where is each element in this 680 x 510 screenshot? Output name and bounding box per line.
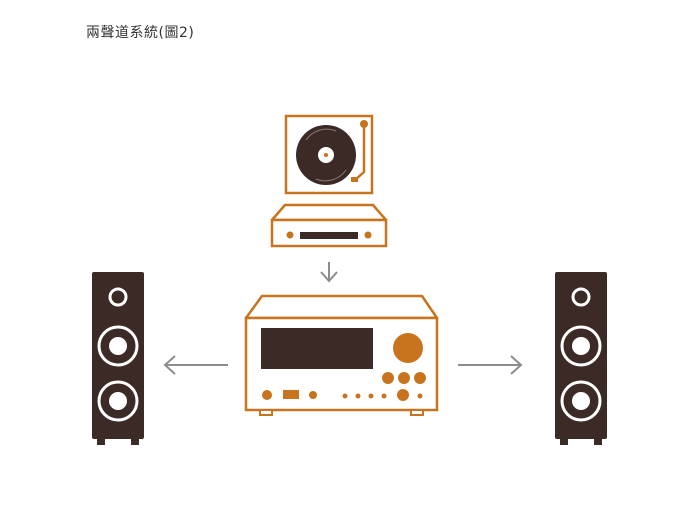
amplifier-receiver-icon (244, 294, 439, 416)
phono-preamp-icon (270, 203, 388, 248)
left-speaker-icon (92, 272, 144, 445)
right-speaker-icon (555, 272, 607, 445)
signal-left-arrow (163, 355, 228, 375)
figure-caption: 兩聲道系統(圖2) (86, 25, 195, 41)
signal-down-arrow (320, 262, 338, 283)
signal-right-arrow (458, 355, 523, 375)
turntable-icon (284, 114, 374, 195)
